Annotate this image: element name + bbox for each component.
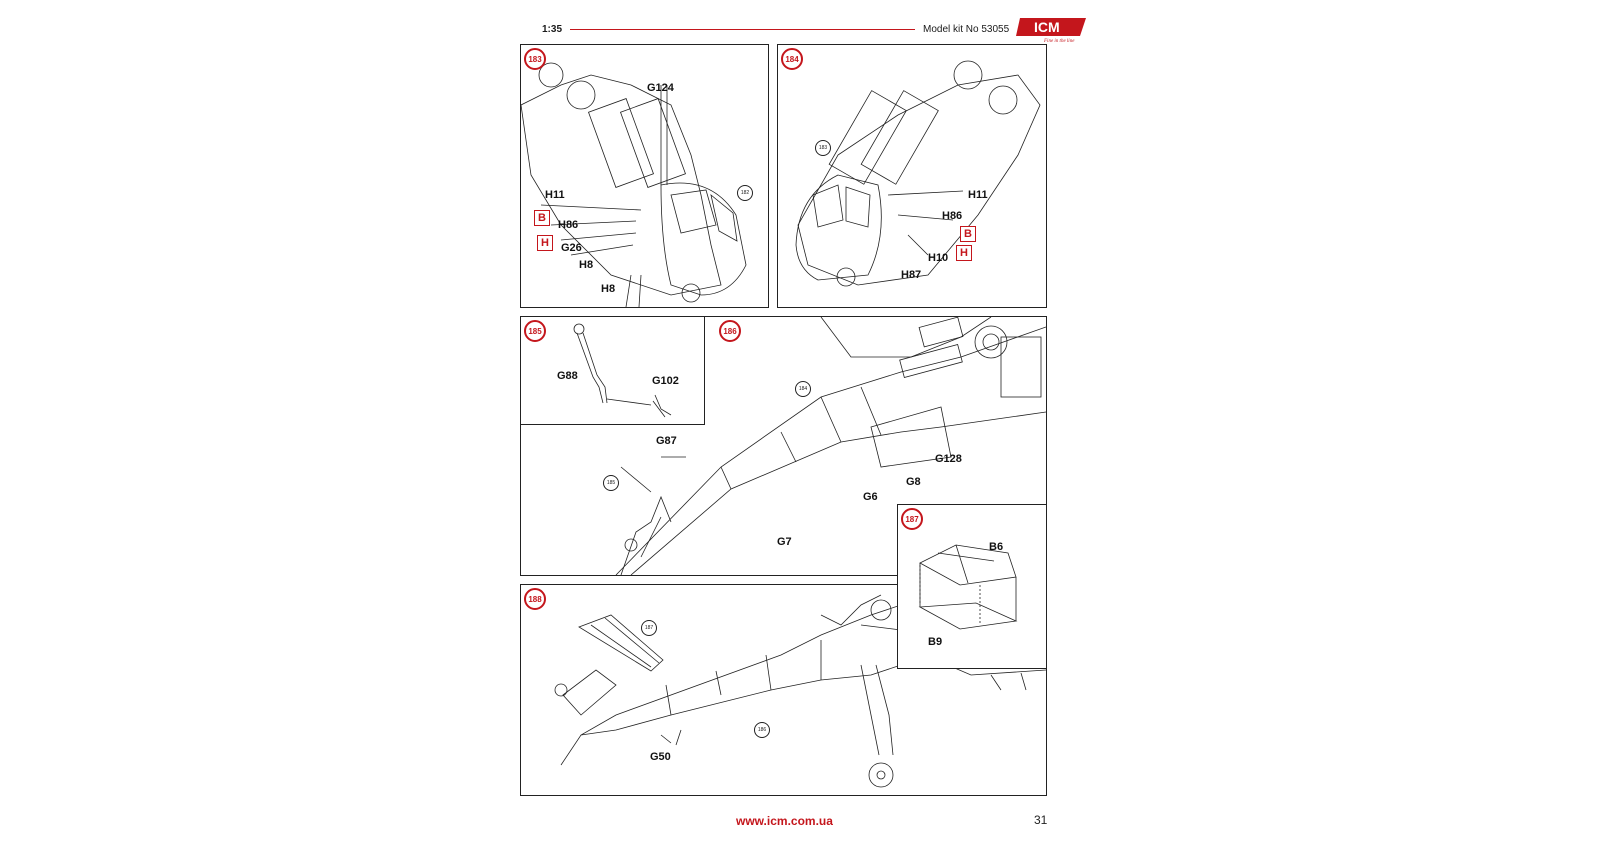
step-185-panel: 185 G88 G102 — [520, 316, 705, 425]
step-reference-marker: 186 — [754, 722, 770, 738]
part-label-g128: G128 — [935, 453, 962, 465]
part-label-h8: H8 — [601, 283, 616, 295]
step-184-drawing — [795, 60, 1041, 287]
paint-marker-b: B — [534, 210, 550, 226]
step-reference-marker: 185 — [603, 475, 619, 491]
part-label-b6: B6 — [989, 541, 1004, 553]
part-label-h8: H8 — [579, 259, 594, 271]
part-label-h10: H10 — [928, 252, 949, 264]
part-label-h87: H87 — [901, 269, 922, 281]
scale-label: 1:35 — [542, 24, 563, 35]
part-label-g50: G50 — [650, 751, 671, 763]
step-number-badge: 188 — [524, 588, 546, 610]
part-label-g8: G8 — [906, 476, 921, 488]
svg-text:ICM: ICM — [1034, 19, 1060, 35]
part-label-g26: G26 — [561, 242, 582, 254]
step-186-drawing — [615, 317, 1046, 575]
website-link[interactable]: www.icm.com.ua — [736, 814, 833, 828]
step-188-drawing — [554, 594, 1046, 788]
paint-marker-h: H — [956, 245, 972, 261]
paint-marker-b: B — [960, 226, 976, 242]
part-label-b9: B9 — [928, 636, 943, 648]
part-label-g87: G87 — [656, 435, 677, 447]
step-reference-marker: 184 — [795, 381, 811, 397]
header-rule — [570, 29, 915, 30]
step-reference-marker: 183 — [815, 140, 831, 156]
part-label-g7: G7 — [777, 536, 792, 548]
step-reference-marker: 182 — [737, 185, 753, 201]
part-label-h11: H11 — [545, 189, 565, 201]
step-number-badge: 186 — [719, 320, 741, 342]
part-label-g6: G6 — [863, 491, 878, 503]
step-number-badge: 184 — [781, 48, 803, 70]
step-number-badge: 183 — [524, 48, 546, 70]
step-187-panel: 187 B6 B9 — [897, 504, 1047, 669]
step-187-drawing — [918, 544, 1018, 630]
instruction-page: 1:35 Model kit No 53055 ICM Fine in the … — [520, 14, 1095, 844]
part-label-h86: H86 — [558, 219, 579, 231]
paint-marker-h: H — [537, 235, 553, 251]
step-184-panel: 184 183 H11 H86 B H10 H H87 — [777, 44, 1047, 308]
svg-text:Fine in the line: Fine in the line — [1043, 39, 1075, 44]
step-185-drawing — [573, 323, 672, 418]
part-label-g124: G124 — [647, 82, 674, 94]
page-number: 31 — [1034, 813, 1048, 827]
part-label-h86: H86 — [942, 210, 963, 222]
model-kit-number: Model kit No 53055 — [923, 24, 1010, 35]
part-label-g88: G88 — [557, 370, 578, 382]
part-label-g102: G102 — [652, 375, 679, 387]
step-183-drawing — [521, 62, 747, 307]
step-number-badge: 187 — [901, 508, 923, 530]
step-reference-marker: 187 — [641, 620, 657, 636]
part-label-h11: H11 — [968, 189, 988, 201]
step-183-panel: 183 182 G124 H11 B H86 H G26 H8 H8 — [520, 44, 769, 308]
step-number-badge: 185 — [524, 320, 546, 342]
icm-logo: ICM Fine in the line — [1016, 18, 1086, 44]
